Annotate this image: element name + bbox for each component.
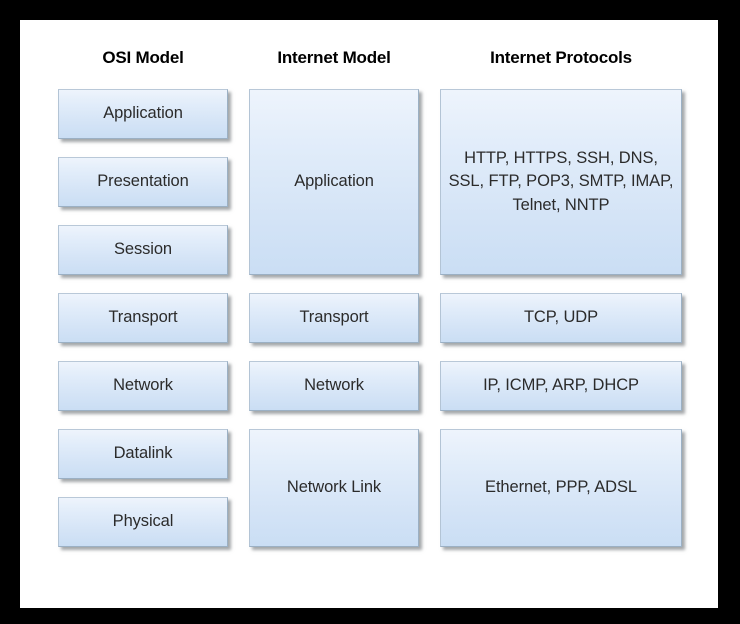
column-header-osi-model: OSI Model — [102, 48, 184, 67]
protocols-network-link[interactable]: Ethernet, PPP, ADSL — [440, 429, 682, 547]
osi-layer-presentation[interactable]: Presentation — [58, 157, 228, 207]
protocols-network[interactable]: IP, ICMP, ARP, DHCP — [440, 361, 682, 411]
internet-model-layer-transport[interactable]: Transport — [249, 293, 419, 343]
protocols-transport[interactable]: TCP, UDP — [440, 293, 682, 343]
osi-layer-transport[interactable]: Transport — [58, 293, 228, 343]
internet-model-layer-network[interactable]: Network — [249, 361, 419, 411]
protocols-application[interactable]: HTTP, HTTPS, SSH, DNS, SSL, FTP, POP3, S… — [440, 89, 682, 275]
osi-layer-application[interactable]: Application — [58, 89, 228, 139]
internet-model-layer-application[interactable]: Application — [249, 89, 419, 275]
osi-layer-network[interactable]: Network — [58, 361, 228, 411]
column-header-internet-model: Internet Model — [277, 48, 391, 67]
osi-layer-session[interactable]: Session — [58, 225, 228, 275]
internet-model-layer-network-link[interactable]: Network Link — [249, 429, 419, 547]
column-header-internet-protocols: Internet Protocols — [490, 48, 632, 67]
diagram-canvas: OSI Model Internet Model Internet Protoc… — [20, 20, 718, 608]
osi-layer-physical[interactable]: Physical — [58, 497, 228, 547]
osi-layer-datalink[interactable]: Datalink — [58, 429, 228, 479]
